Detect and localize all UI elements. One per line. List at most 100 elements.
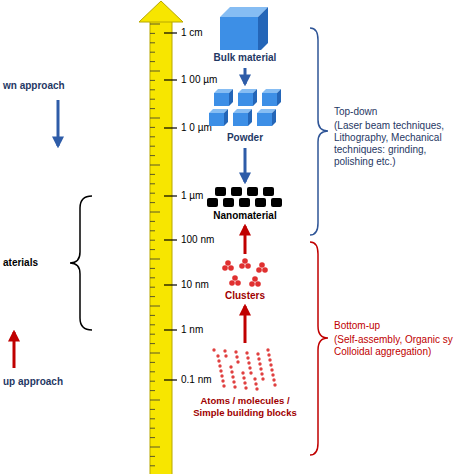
ruler-tick — [150, 418, 155, 419]
nano-particle — [255, 198, 266, 207]
approach-heading: Top-down — [334, 106, 377, 118]
material-icon — [207, 186, 283, 208]
range-bracket — [310, 242, 328, 455]
atom-dot — [259, 367, 262, 370]
atom-dot — [231, 375, 234, 378]
nano-particle — [223, 198, 234, 207]
atom-dot — [216, 354, 219, 357]
atom-dot — [258, 362, 261, 365]
cube-face — [209, 113, 224, 126]
ruler-tick — [150, 249, 155, 250]
technique-list: (Laser beam techniques, Lithography, Mec… — [334, 120, 468, 168]
ruler-tick — [150, 296, 155, 297]
ruler-tick — [150, 118, 160, 119]
flow-arrow — [244, 226, 247, 254]
scale-label: 10 nm — [181, 279, 209, 291]
ruler-tick — [164, 239, 177, 240]
cluster-dot — [262, 267, 268, 273]
cube-face — [258, 7, 268, 50]
ruler-tick — [150, 24, 160, 25]
atom-dot — [266, 348, 269, 351]
cube-face — [262, 93, 277, 106]
ruler-tick — [150, 42, 155, 43]
scale-label: 1 cm — [181, 27, 203, 39]
cube-face — [272, 109, 276, 126]
ruler-tick — [150, 390, 155, 391]
atom-dot — [233, 385, 236, 388]
ruler-tick — [164, 79, 177, 80]
atom-dot — [272, 378, 275, 381]
ruler-tick — [150, 268, 155, 269]
scale-label: 0.1 nm — [181, 374, 212, 386]
ruler-ticks — [150, 24, 177, 466]
nano-particle — [247, 187, 258, 196]
stage-label: Bulk material — [214, 52, 277, 64]
atom-dot — [254, 382, 257, 385]
atom-dot — [241, 371, 244, 374]
atom-dot — [244, 386, 247, 389]
ruler-tick — [150, 183, 155, 184]
ruler-tick — [150, 52, 155, 53]
material-icon — [219, 6, 271, 50]
ruler-tick — [150, 306, 160, 307]
approach-label: up approach — [3, 376, 63, 388]
atom-dot — [253, 377, 256, 380]
cube-face — [277, 89, 281, 106]
ruler-arrowhead — [139, 1, 183, 22]
material-icon — [219, 258, 271, 288]
atom-dot — [268, 358, 271, 361]
atom-dot — [243, 381, 246, 384]
atom-dot — [219, 369, 222, 372]
flow-arrow — [244, 306, 247, 343]
ruler-tick — [150, 259, 160, 260]
atom-dot — [246, 356, 249, 359]
scale-label: 1 00 µm — [181, 74, 217, 86]
ruler-tick — [164, 284, 177, 285]
scale-label: 100 nm — [181, 234, 214, 246]
ruler-tick — [150, 324, 155, 325]
nano-particle — [239, 198, 250, 207]
ruler-tick — [150, 80, 155, 81]
cluster-dot — [228, 265, 234, 271]
cube-face — [229, 89, 233, 106]
ruler-tick — [150, 212, 160, 213]
cluster-dot — [225, 260, 231, 266]
atom-dot — [221, 379, 224, 382]
cube-face — [257, 113, 272, 126]
atom-dot — [218, 364, 221, 367]
ruler-tick — [150, 127, 155, 128]
ruler-tick — [164, 127, 177, 128]
cube-face — [233, 113, 248, 126]
atom-dot — [235, 355, 238, 358]
atom-dot — [269, 363, 272, 366]
atom-dot — [232, 380, 235, 383]
material-stage: Bulk material — [211, 4, 280, 66]
ruler-tick — [150, 99, 155, 100]
ruler-tick — [150, 33, 155, 34]
material-icon — [211, 347, 279, 393]
atom-dot — [256, 352, 259, 355]
cluster-dot — [235, 280, 241, 286]
ruler-tick — [150, 165, 160, 166]
atom-dot — [249, 371, 252, 374]
ruler-tick — [150, 174, 155, 175]
atom-dot — [229, 365, 232, 368]
ruler-tick — [150, 315, 155, 316]
cluster-dot — [229, 280, 235, 286]
ruler-tick — [150, 400, 160, 401]
material-icon — [208, 88, 282, 130]
cluster-dot — [259, 262, 265, 268]
ruler-tick — [150, 447, 160, 448]
atom-dot — [212, 348, 215, 351]
cluster-dot — [252, 276, 258, 282]
nano-particle — [215, 187, 226, 196]
ruler-tick — [150, 353, 160, 354]
flow-arrow — [244, 148, 247, 182]
atom-dot — [260, 372, 263, 375]
cube-face — [224, 109, 228, 126]
atom-dot — [223, 349, 226, 352]
ruler-tick — [150, 202, 155, 203]
ruler-tick — [150, 146, 155, 147]
atom-dot — [257, 357, 260, 360]
